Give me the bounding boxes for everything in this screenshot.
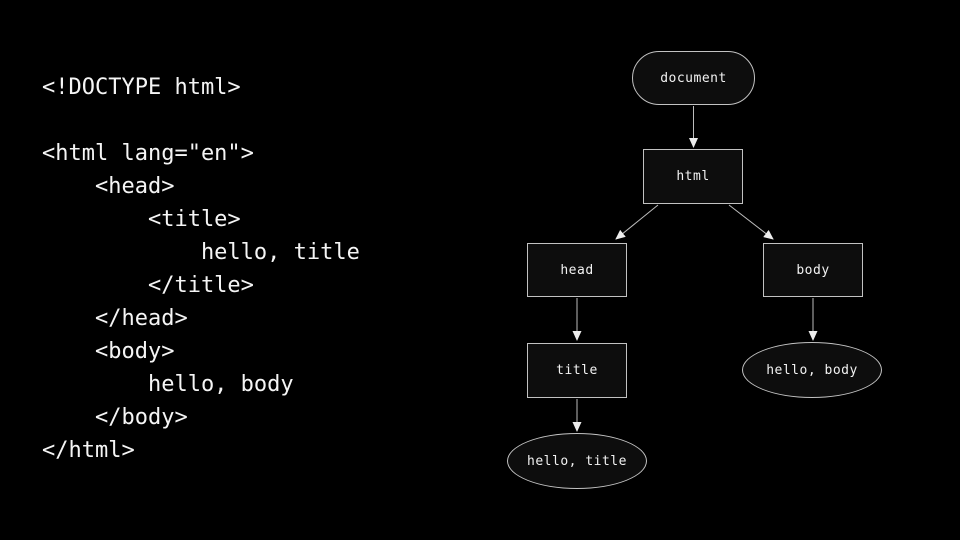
node-title-label: title — [556, 363, 598, 378]
node-hello-body-label: hello, body — [766, 362, 858, 378]
node-hello-body: hello, body — [742, 342, 882, 398]
node-head: head — [527, 243, 627, 297]
node-body-label: body — [796, 262, 830, 278]
edge-html-body — [728, 204, 774, 240]
node-document-label: document — [660, 70, 727, 86]
edge-html-head — [615, 204, 659, 240]
node-hello-title: hello, title — [507, 433, 647, 489]
node-document: document — [632, 51, 755, 105]
node-html: html — [643, 149, 743, 204]
node-body: body — [763, 243, 863, 297]
node-html-label: html — [676, 169, 710, 184]
html-source-code-listing: <!DOCTYPE html> <html lang="en"> <head> … — [42, 75, 360, 463]
node-head-label: head — [560, 262, 594, 278]
node-title: title — [527, 343, 627, 398]
node-hello-title-label: hello, title — [527, 453, 627, 469]
